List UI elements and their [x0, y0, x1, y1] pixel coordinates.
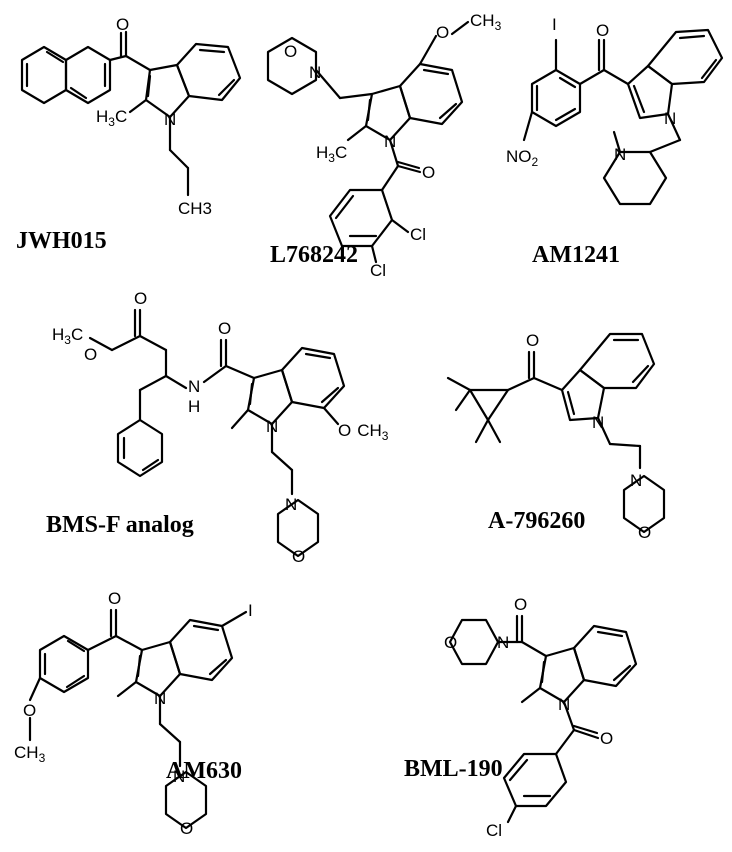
atom-methoxy-o: O [436, 23, 449, 42]
h-label: H [96, 107, 108, 126]
atom-nitro: NO2 [506, 147, 539, 169]
subscript-3: 3 [495, 19, 502, 33]
atom-morpholine-n: N [173, 767, 185, 786]
atom-methoxy-ch3: CH3 [470, 11, 502, 33]
atom-chlorine-1: Cl [410, 225, 426, 244]
atom-methoxy: O CH3 [338, 421, 389, 443]
atom-nitrogen: N [384, 132, 396, 151]
c-label: C [71, 325, 83, 344]
compound-name-jwh015: JWH015 [16, 228, 107, 254]
atom-methyl-c: H3C [316, 143, 347, 165]
atom-chlorine-2: Cl [370, 261, 386, 280]
atom-amide-n: N [188, 377, 200, 396]
structure-jwh015: O N H3C CH3 JWH015 [16, 15, 242, 254]
ch-label: CH [357, 421, 382, 440]
atom-morpholine-n: N [309, 63, 321, 82]
structure-bml-190: O O N N O Cl BML-190 [404, 595, 638, 840]
atom-morpholine-n: N [497, 633, 509, 652]
atom-morpholine-n: N [630, 471, 642, 490]
subscript-3: 3 [64, 333, 71, 347]
compound-name-l768242: L768242 [270, 242, 358, 268]
atom-methyl-c: H3C [96, 107, 127, 129]
atom-indole-n: N [266, 417, 278, 436]
atom-carbonyl-o: O [422, 163, 435, 182]
structure-am1241: I O N N NO2 AM1241 [506, 15, 724, 268]
atom-carbonyl-o: O [526, 331, 539, 350]
atom-carbonyl-o: O [514, 595, 527, 614]
compound-name-a-796260: A-796260 [488, 508, 585, 534]
compound-name-am1241: AM1241 [532, 242, 620, 268]
subscript-3: 3 [108, 115, 115, 129]
subscript-3: 3 [382, 429, 389, 443]
compound-name-bms-f-analog: BMS-F analog [46, 512, 194, 538]
h-label: H [52, 325, 64, 344]
atom-morpholine-o: O [638, 523, 651, 542]
atom-morpholine-o: O [292, 547, 305, 566]
atom-indole-n: N [558, 695, 570, 714]
structure-am630: O I O CH3 N N O AM630 [14, 589, 253, 838]
atom-amide-h: H [188, 397, 200, 416]
h-label: H [316, 143, 328, 162]
subscript-3: 3 [39, 751, 46, 765]
atom-chlorine: Cl [486, 821, 502, 840]
atom-morpholine-n: N [285, 495, 297, 514]
o-label: O [338, 421, 351, 440]
ch-label: CH [470, 11, 495, 30]
c-label: C [335, 143, 347, 162]
atom-terminal-methyl: CH3 [178, 199, 212, 218]
atom-ester-o: O [84, 345, 97, 364]
atom-morpholine-o: O [444, 633, 457, 652]
atom-amide-o: O [218, 319, 231, 338]
atom-nitrogen: N [164, 110, 176, 129]
no-label: NO [506, 147, 532, 166]
compound-name-bml-190: BML-190 [404, 756, 503, 782]
subscript-3: 3 [328, 151, 335, 165]
atom-indole-n: N [592, 413, 604, 432]
atom-carbonyl-o: O [108, 589, 121, 608]
c-label: C [115, 107, 127, 126]
atom-indole-n: N [664, 109, 676, 128]
atom-iodine: I [248, 601, 253, 620]
atom-indole-n: N [154, 689, 166, 708]
structure-a-796260: O N N O A-796260 [446, 331, 666, 542]
atom-morpholine-o: O [180, 819, 193, 838]
atom-iodine: I [552, 15, 557, 34]
ch-label: CH [14, 743, 39, 762]
atom-morpholine-o: O [284, 42, 297, 61]
atom-methoxy-o: O [23, 701, 36, 720]
structure-l768242: O N O CH3 N H3C O Cl Cl L768242 [266, 11, 502, 280]
atom-oxygen: O [116, 15, 129, 34]
atom-methoxy-ch3: CH3 [14, 743, 46, 765]
atom-piperidine-n: N [614, 145, 626, 164]
atom-carbonyl-o: O [596, 21, 609, 40]
atom-acyl-o: O [600, 729, 613, 748]
subscript-2: 2 [532, 155, 539, 169]
atom-ester-methyl: H3C [52, 325, 83, 347]
compound-name-am630: AM630 [166, 758, 242, 784]
atom-ester-carbonyl-o: O [134, 289, 147, 308]
